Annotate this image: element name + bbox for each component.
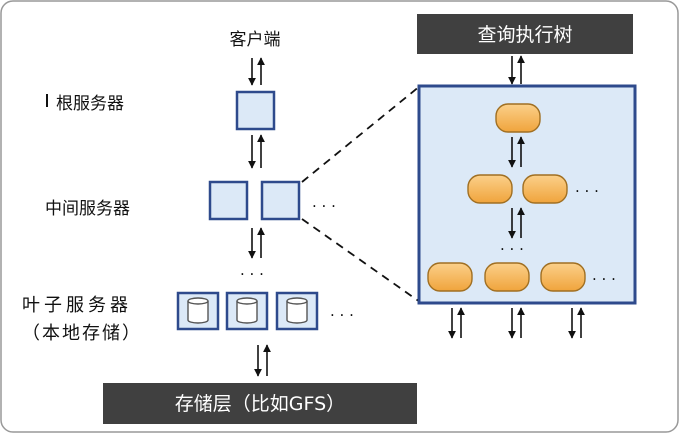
leaf-label-line1: 叶子服务器 [22,295,132,316]
zoom-lines [301,85,421,303]
intermediate-leaf-ellipsis: . . . [240,261,264,279]
intermediate-leaf-arrows [248,227,265,259]
tree-leaf-node-3 [540,262,586,292]
tree-mid-ellipsis: . . . [575,178,599,196]
tree-mid-node-2 [522,174,568,204]
intermediate-label: 中间服务器 [45,199,130,219]
root-label: 根服务器 [56,94,124,114]
tree-header-arrows [508,55,525,85]
leaf-server-1 [176,291,220,331]
leaf-server-2 [225,291,269,331]
intermediate-ellipsis: . . . [312,193,336,211]
leaf-label-line2: （本地存储） [22,323,142,344]
client-label: 客户端 [230,30,281,50]
storage-layer-bar [103,383,417,424]
tree-bottom-arrows [448,307,585,339]
client-root-arrows [248,57,265,86]
leaf-storage-arrows [254,344,271,377]
tree-leaf-node-2 [484,262,530,292]
leaf-ellipsis: . . . [330,302,354,320]
intermediate-server-box-1 [208,180,249,221]
leaf-server-3 [275,291,319,331]
tree-l1-l2-arrows [508,136,525,168]
tree-gap-ellipsis: . . . [500,236,524,254]
intermediate-server-box-2 [260,180,301,221]
disk-icon [236,297,258,324]
root-label-tick [46,94,48,107]
tree-title: 查询执行树 [477,24,572,46]
root-intermediate-arrows [248,134,265,169]
disk-icon [286,297,308,324]
tree-l2-l3-arrows [508,207,525,239]
root-server-box [235,90,276,131]
storage-layer-label: 存储层（比如GFS） [175,393,345,415]
tree-root-node [495,103,541,133]
tree-mid-node-1 [467,174,513,204]
tree-leaf-node-1 [427,262,473,292]
disk-icon [187,297,209,324]
tree-title-bar [417,14,633,54]
tree-leaf-ellipsis: . . . [592,266,616,284]
